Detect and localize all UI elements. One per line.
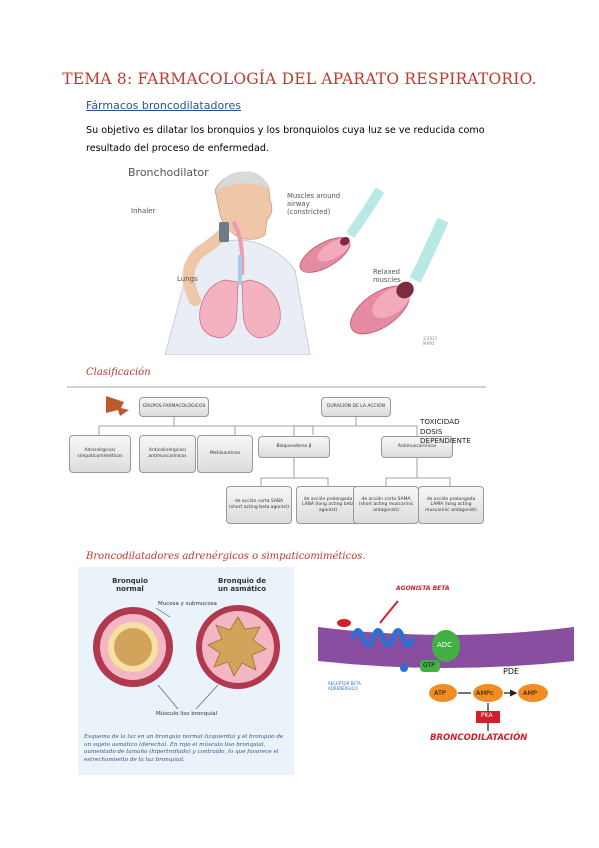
label-broncodilatacion: BRONCODILATACIÓN bbox=[430, 733, 528, 743]
credit-mayo: ©2017 MAYO bbox=[423, 336, 438, 346]
classification-diagram: GRUPOS FARMACOLÓGICOS DURACIÓN DE LA ACC… bbox=[66, 380, 486, 530]
bronchus-caption: Esquema de la luz en un bronquio normal … bbox=[84, 734, 284, 763]
box-anticolinergicos: Anticolinérgicos/ antimuscarínicos bbox=[139, 435, 196, 473]
box-saba: de acción corta SABA (short acting beta … bbox=[226, 486, 292, 524]
label-relaxed: Relaxed muscles bbox=[373, 268, 401, 284]
label-ampc: AMPc bbox=[476, 689, 494, 697]
box-lama: de acción prolongada LAMA (long acting m… bbox=[418, 486, 484, 524]
section-heading-adrenergicos: Broncodilatadores adrenérgicos o simpati… bbox=[86, 551, 366, 562]
label-atp: ATP bbox=[434, 689, 446, 697]
bronchodilator-illustration: Bronchodilator Inhaler Lungs Muscles aro… bbox=[125, 160, 450, 356]
box-laba: de acción prolongada LABA (long acting b… bbox=[296, 486, 360, 524]
label-lungs: Lungs bbox=[177, 275, 198, 283]
toxicity-note: TOXICIDAD DOSIS DEPENDIENTE bbox=[420, 417, 471, 446]
diagram-connectors bbox=[67, 386, 486, 486]
label-pka: PKA bbox=[481, 712, 493, 719]
box-bloqueadores: Bloqueadores β bbox=[258, 436, 330, 458]
bronchodilator-figure bbox=[164, 171, 449, 356]
mechanism-figure: AGONISTA BETA RECEPTOR BETA ADRENÉRGICO … bbox=[318, 583, 574, 748]
box-simpaticomimeticos: Adrenérgicos/ simpaticomiméticos bbox=[69, 435, 131, 473]
toxicity-line-2: DOSIS bbox=[420, 426, 443, 436]
section-heading-broncodilatadores: Fármacos broncodilatadores bbox=[86, 99, 241, 112]
box-sama: de acción corta SAMA (short acting musca… bbox=[353, 486, 419, 524]
section-heading-clasificacion: Clasificación bbox=[86, 367, 151, 378]
label-bronquio-normal: Bronquio normal bbox=[112, 577, 148, 593]
label-mucosa: Mucosa y submucosa bbox=[158, 601, 217, 607]
box-grupos: GRUPOS FARMACOLÓGICOS bbox=[139, 397, 209, 417]
label-agonista: AGONISTA BETA bbox=[396, 585, 450, 592]
label-bronquio-asmatico: Bronquio de un asmático bbox=[217, 577, 266, 593]
label-muscles: Muscles around airway (constricted) bbox=[287, 192, 341, 216]
label-inhaler: Inhaler bbox=[131, 207, 156, 215]
box-metilxantinas: Metilxantinas bbox=[197, 435, 253, 473]
box-duracion: DURACIÓN DE LA ACCIÓN bbox=[321, 397, 391, 417]
label-amp: AMP bbox=[523, 689, 537, 697]
box-antimuscarinicos: Antimuscarínicos bbox=[381, 436, 453, 458]
bronchodilator-title: Bronchodilator bbox=[128, 166, 209, 179]
toxicity-line-3: DEPENDIENTE bbox=[420, 436, 471, 445]
label-musculo: Músculo liso bronquial bbox=[156, 711, 218, 717]
label-adc: ADC bbox=[437, 641, 453, 649]
intro-paragraph: Su objetivo es dilatar los bronquios y l… bbox=[86, 125, 485, 154]
page-title: TEMA 8: FARMACOLOGÍA DEL APARATO RESPIRA… bbox=[62, 70, 537, 88]
label-receptor: RECEPTOR BETA ADRENÉRGICO bbox=[328, 681, 361, 691]
label-gtp: GTP bbox=[423, 662, 435, 669]
pointer-arrow-icon bbox=[106, 396, 129, 416]
bronchus-drawing bbox=[93, 605, 280, 710]
toxicity-line-1: TOXICIDAD bbox=[420, 417, 460, 426]
bronchus-comparison-figure: Bronquio normal Bronquio de un asmático … bbox=[78, 567, 294, 775]
mechanism-drawing bbox=[318, 600, 574, 731]
label-pde: PDE bbox=[503, 667, 520, 676]
